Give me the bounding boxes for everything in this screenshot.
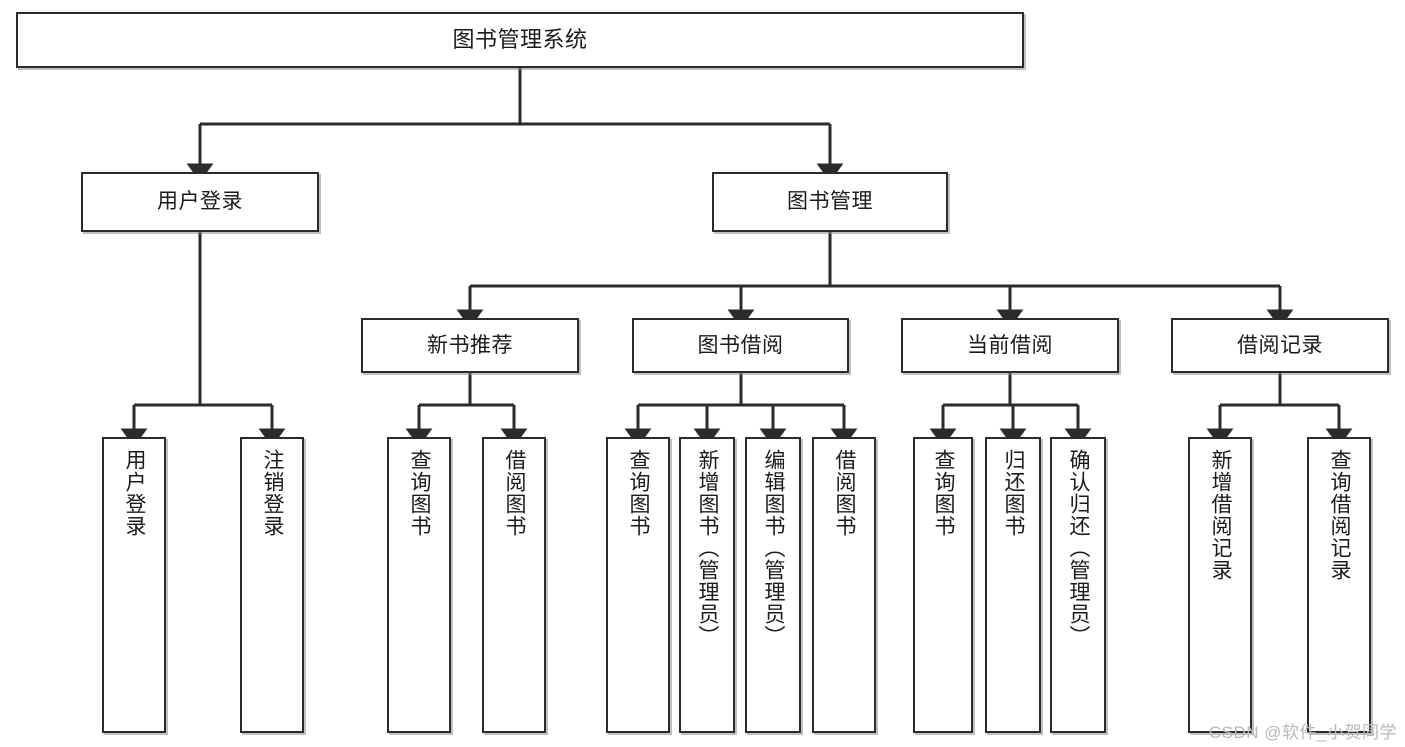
node-label: 借阅图书 — [833, 449, 857, 537]
node-label: 编辑图书（管理员） — [762, 449, 786, 647]
node-label: 查询图书 — [408, 449, 432, 537]
node-leaf-cur-3[interactable]: 确认归还（管理员） — [1050, 437, 1106, 733]
node-label: 确认归还（管理员） — [1067, 449, 1091, 647]
node-label: 图书管理系统 — [452, 26, 588, 52]
node-leaf-new-2[interactable]: 借阅图书 — [482, 437, 546, 733]
node-leaf-cur-1[interactable]: 查询图书 — [913, 437, 973, 733]
node-bookmgmt[interactable]: 图书管理 — [712, 172, 948, 232]
node-records[interactable]: 借阅记录 — [1171, 318, 1389, 373]
node-label: 借阅图书 — [503, 449, 527, 537]
node-label: 借阅记录 — [1237, 333, 1323, 357]
node-leaf-bor-2[interactable]: 新增图书（管理员） — [679, 437, 735, 733]
node-label: 归还图书 — [1002, 449, 1026, 537]
node-label: 新增图书（管理员） — [696, 449, 720, 647]
node-label: 当前借阅 — [967, 333, 1053, 357]
node-label: 图书管理 — [787, 190, 873, 214]
node-leaf-bor-3[interactable]: 编辑图书（管理员） — [745, 437, 801, 733]
node-root[interactable]: 图书管理系统 — [16, 12, 1024, 68]
node-leaf-cur-2[interactable]: 归还图书 — [985, 437, 1041, 733]
node-label: 查询图书 — [932, 449, 956, 537]
node-label: 注销登录 — [261, 449, 285, 537]
node-label: 图书借阅 — [697, 333, 784, 357]
node-label: 新书推荐 — [427, 333, 513, 357]
node-leaf-bor-1[interactable]: 查询图书 — [606, 437, 670, 733]
node-leaf-login-1[interactable]: 用户登录 — [102, 437, 166, 733]
node-current[interactable]: 当前借阅 — [901, 318, 1119, 373]
node-login[interactable]: 用户登录 — [81, 172, 319, 232]
node-newrec[interactable]: 新书推荐 — [361, 318, 579, 373]
watermark-text: CSDN @软件_小贺同学 — [1208, 723, 1397, 742]
node-label: 新增借阅记录 — [1209, 449, 1233, 581]
node-label: 用户登录 — [157, 190, 243, 214]
node-leaf-rec-2[interactable]: 查询借阅记录 — [1307, 437, 1371, 733]
node-label: 查询借阅记录 — [1328, 449, 1352, 581]
node-borrow[interactable]: 图书借阅 — [632, 318, 849, 373]
node-label: 查询图书 — [627, 449, 651, 537]
node-leaf-bor-4[interactable]: 借阅图书 — [812, 437, 876, 733]
node-label: 用户登录 — [123, 449, 147, 537]
node-leaf-rec-1[interactable]: 新增借阅记录 — [1188, 437, 1252, 733]
node-leaf-login-2[interactable]: 注销登录 — [240, 437, 304, 733]
node-leaf-new-1[interactable]: 查询图书 — [387, 437, 451, 733]
